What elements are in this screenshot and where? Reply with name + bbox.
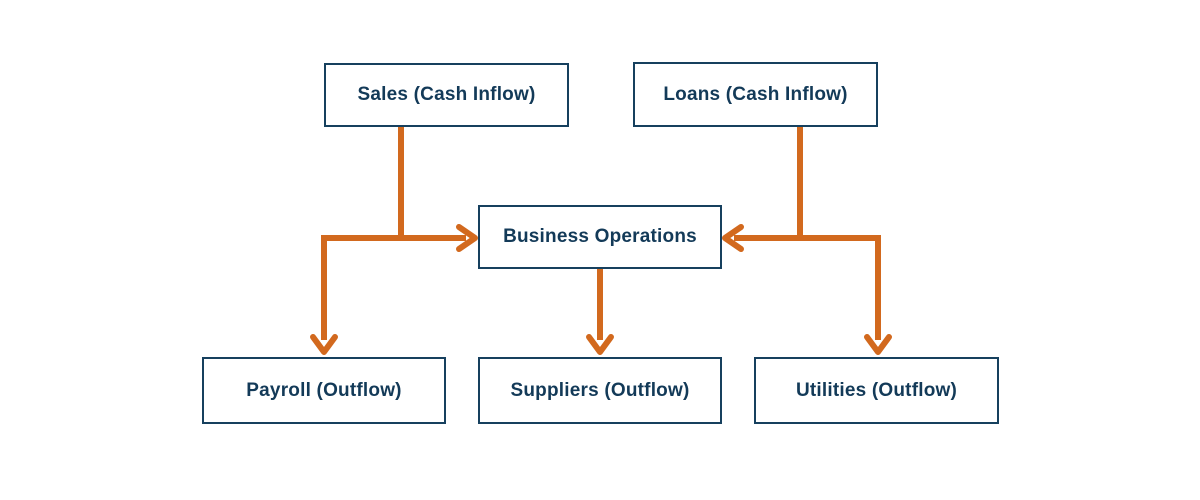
arrowhead-into-business-right bbox=[722, 224, 744, 252]
node-sales-cash-inflow: Sales (Cash Inflow) bbox=[324, 63, 569, 127]
node-payroll-outflow: Payroll (Outflow) bbox=[202, 357, 446, 424]
node-label: Business Operations bbox=[503, 226, 697, 247]
node-suppliers-outflow: Suppliers (Outflow) bbox=[478, 357, 722, 424]
node-utilities-outflow: Utilities (Outflow) bbox=[754, 357, 999, 424]
arrowhead-into-business-left bbox=[456, 224, 478, 252]
node-label: Payroll (Outflow) bbox=[246, 379, 402, 401]
node-business-operations: Business Operations bbox=[478, 205, 722, 269]
node-label: Loans (Cash Inflow) bbox=[663, 83, 848, 105]
arrowhead-into-suppliers bbox=[586, 334, 614, 355]
node-loans-cash-inflow: Loans (Cash Inflow) bbox=[633, 62, 878, 127]
node-label: Sales (Cash Inflow) bbox=[357, 84, 536, 105]
arrowhead-into-payroll bbox=[310, 334, 338, 355]
node-label: Utilities (Outflow) bbox=[795, 379, 958, 401]
node-label: Suppliers (Outflow) bbox=[510, 379, 690, 401]
arrowhead-into-utilities bbox=[864, 334, 892, 355]
